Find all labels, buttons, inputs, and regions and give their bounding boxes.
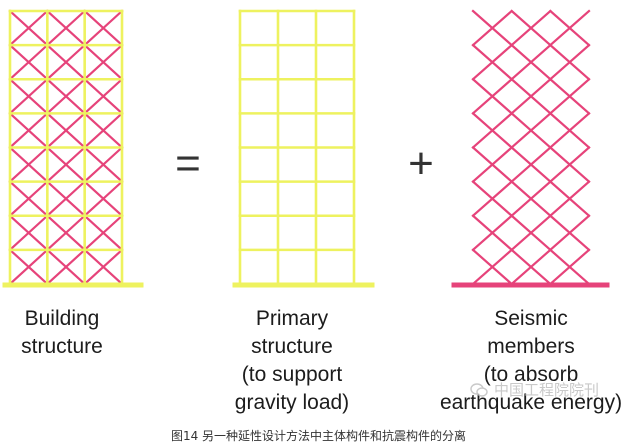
brace-diagonal bbox=[45, 248, 87, 286]
brace-diagonal bbox=[471, 214, 514, 252]
brace-diagonal bbox=[83, 111, 124, 150]
label-line: structure bbox=[21, 335, 103, 358]
brace-diagonal bbox=[8, 111, 49, 150]
brace-diagonal bbox=[471, 180, 514, 218]
brace-diagonal bbox=[45, 43, 87, 81]
brace-diagonal bbox=[45, 111, 87, 150]
building-structure-label: Building structure bbox=[0, 305, 124, 361]
brace-diagonal bbox=[471, 9, 514, 47]
brace-diagonal bbox=[45, 180, 87, 218]
label-line: Primary bbox=[255, 307, 329, 330]
brace-diagonal bbox=[471, 77, 514, 115]
watermark-text: 中国工程院院刊 bbox=[494, 381, 600, 399]
label-line: members bbox=[487, 335, 575, 358]
brace-diagonal bbox=[8, 145, 49, 184]
brace-diagonal bbox=[510, 77, 552, 115]
brace-diagonal bbox=[548, 111, 591, 150]
brace-diagonal bbox=[471, 145, 514, 184]
brace-diagonal bbox=[510, 180, 552, 218]
primary-structure-frame bbox=[232, 9, 375, 288]
label-line: Building bbox=[24, 307, 100, 330]
brace-diagonal bbox=[548, 9, 591, 47]
watermark: 中国工程院院刊 bbox=[470, 379, 630, 401]
brace-diagonal bbox=[510, 214, 552, 252]
brace-diagonal bbox=[548, 248, 591, 286]
brace-diagonal bbox=[83, 43, 124, 81]
brace-diagonal bbox=[83, 77, 124, 115]
brace-diagonal bbox=[45, 145, 87, 184]
brace-diagonal bbox=[8, 248, 49, 286]
label-line: structure bbox=[251, 335, 333, 358]
brace-diagonal bbox=[8, 43, 49, 81]
brace-diagonal bbox=[83, 248, 124, 286]
figure-caption: 图14 另一种延性设计方法中主体构件和抗震构件的分离 bbox=[170, 429, 467, 443]
brace-diagonal bbox=[510, 43, 552, 81]
label-line: (to absorb bbox=[483, 363, 579, 386]
brace-diagonal bbox=[548, 43, 591, 81]
brace-diagonal bbox=[45, 77, 87, 115]
brace-diagonal bbox=[510, 145, 552, 184]
brace-diagonal bbox=[83, 145, 124, 184]
brace-diagonal bbox=[45, 214, 87, 252]
wechat-icon bbox=[470, 383, 488, 397]
primary-structure-label: Primary structure (to support gravity lo… bbox=[215, 305, 369, 417]
brace-diagonal bbox=[83, 9, 124, 47]
brace-diagonal bbox=[8, 214, 49, 252]
label-line: (to support bbox=[241, 363, 343, 386]
brace-diagonal bbox=[548, 214, 591, 252]
brace-diagonal bbox=[45, 9, 87, 47]
brace-diagonal bbox=[471, 111, 514, 150]
brace-diagonal bbox=[8, 180, 49, 218]
brace-diagonal bbox=[471, 248, 514, 286]
brace-diagonal bbox=[83, 214, 124, 252]
label-line: gravity load) bbox=[234, 391, 350, 414]
brace-diagonal bbox=[83, 180, 124, 218]
label-line: Seismic bbox=[494, 307, 568, 330]
brace-diagonal bbox=[548, 180, 591, 218]
brace-diagonal bbox=[548, 77, 591, 115]
building-structure-frame bbox=[2, 9, 144, 288]
seismic-members-lattice bbox=[451, 9, 610, 288]
label-line: earthquake energy) bbox=[439, 391, 623, 414]
equals-symbol: = bbox=[175, 139, 201, 188]
brace-diagonal bbox=[8, 77, 49, 115]
brace-diagonal bbox=[510, 111, 552, 150]
brace-diagonal bbox=[8, 9, 49, 47]
brace-diagonal bbox=[510, 248, 552, 286]
brace-diagonal bbox=[510, 9, 552, 47]
plus-symbol: + bbox=[408, 139, 434, 188]
seismic-members-label: Seismic members (to absorb earthquake en… bbox=[425, 305, 637, 417]
brace-diagonal bbox=[471, 43, 514, 81]
brace-diagonal bbox=[548, 145, 591, 184]
